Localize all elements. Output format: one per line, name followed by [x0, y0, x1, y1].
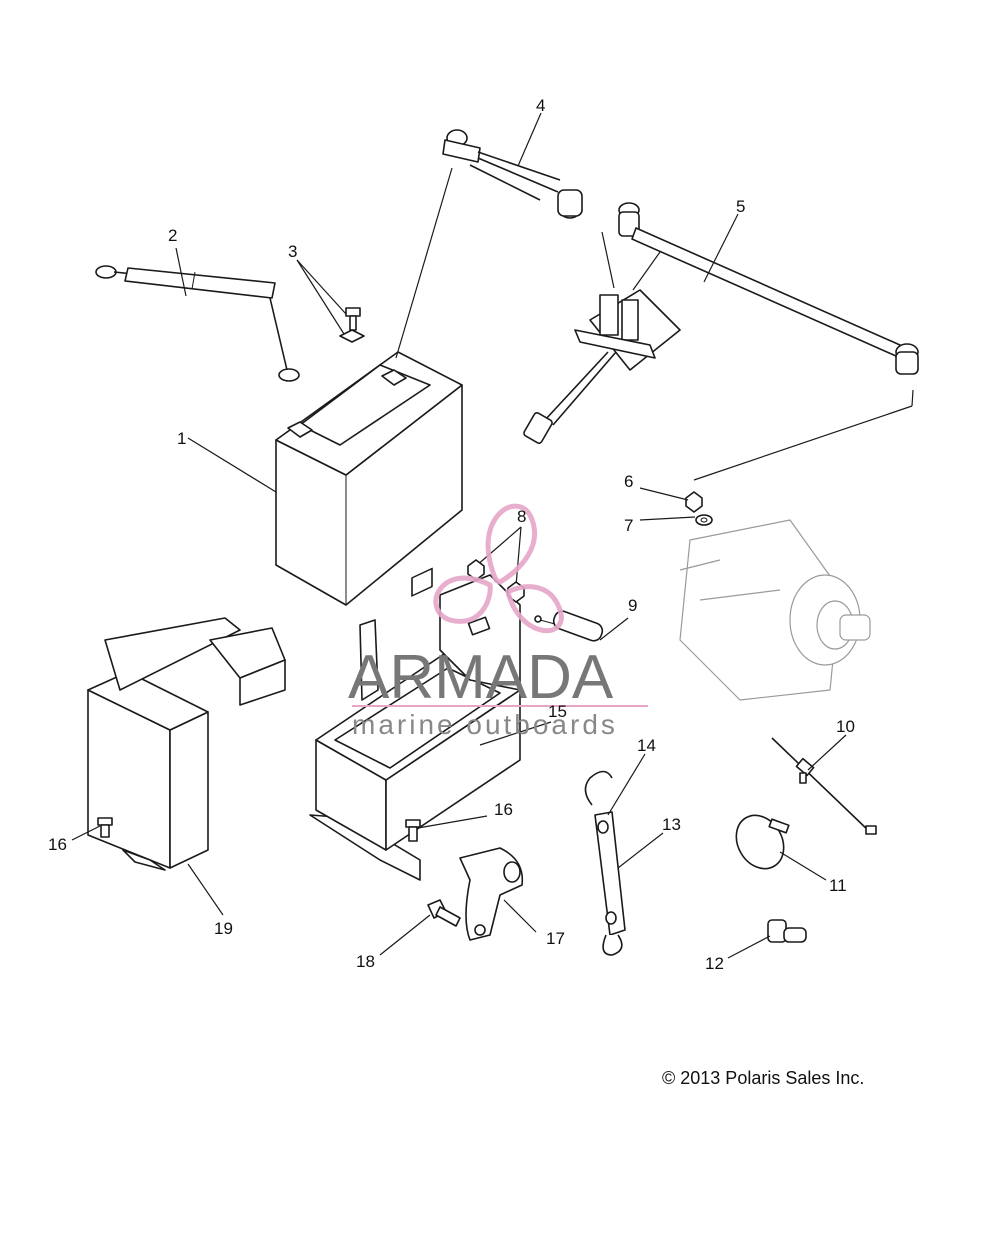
fuse-part — [534, 610, 604, 642]
bolt-nut-part — [339, 307, 365, 343]
bracket-part — [459, 847, 524, 941]
watermark-tagline: marine outboards — [352, 709, 618, 740]
cable-tie-part — [771, 737, 877, 835]
callout-9: 9 — [628, 596, 637, 615]
callout-10: 10 — [836, 717, 855, 736]
callout-15: 15 — [548, 702, 567, 721]
positive-cable-part — [442, 129, 583, 219]
starter-motor-part — [679, 519, 871, 701]
battery-cover-part — [87, 617, 286, 871]
callout-5: 5 — [736, 197, 745, 216]
callout-16-right: 16 — [494, 800, 513, 819]
solenoid-part — [523, 289, 681, 444]
callout-3: 3 — [288, 242, 297, 261]
callout-18: 18 — [356, 952, 375, 971]
callout-12: 12 — [705, 954, 724, 973]
callout-17: 17 — [546, 929, 565, 948]
loop-clamp-part — [735, 814, 790, 870]
copyright-notice: © 2013 Polaris Sales Inc. — [662, 1068, 865, 1088]
watermark-text: ARMADA marine outboards — [348, 643, 648, 740]
bolt-part-right — [405, 819, 421, 842]
terminal-boot-part — [767, 919, 807, 943]
callout-6: 6 — [624, 472, 633, 491]
bolt-part-18 — [427, 899, 461, 927]
battery-tray-part — [309, 567, 521, 881]
leader-lines — [71, 112, 914, 959]
negative-cable-part — [95, 265, 300, 382]
callout-8: 8 — [517, 507, 526, 526]
battery-part — [275, 351, 463, 606]
strap-part — [584, 770, 626, 956]
callout-numbers: 1 2 3 4 5 6 7 8 9 10 11 12 13 14 15 16 1… — [48, 96, 855, 973]
long-cable-part — [618, 202, 919, 375]
nut-part — [685, 491, 703, 513]
callout-4: 4 — [536, 96, 545, 115]
callout-19: 19 — [214, 919, 233, 938]
callout-13: 13 — [662, 815, 681, 834]
watermark-logo — [433, 503, 564, 634]
callout-14: 14 — [637, 736, 656, 755]
callout-7: 7 — [624, 516, 633, 535]
callout-11: 11 — [829, 876, 847, 895]
callout-16-left: 16 — [48, 835, 67, 854]
callout-2: 2 — [168, 226, 177, 245]
callout-1: 1 — [177, 429, 186, 448]
watermark-brand: ARMADA — [348, 643, 614, 712]
bolt-part-left — [97, 817, 113, 838]
washer-part — [695, 514, 713, 526]
